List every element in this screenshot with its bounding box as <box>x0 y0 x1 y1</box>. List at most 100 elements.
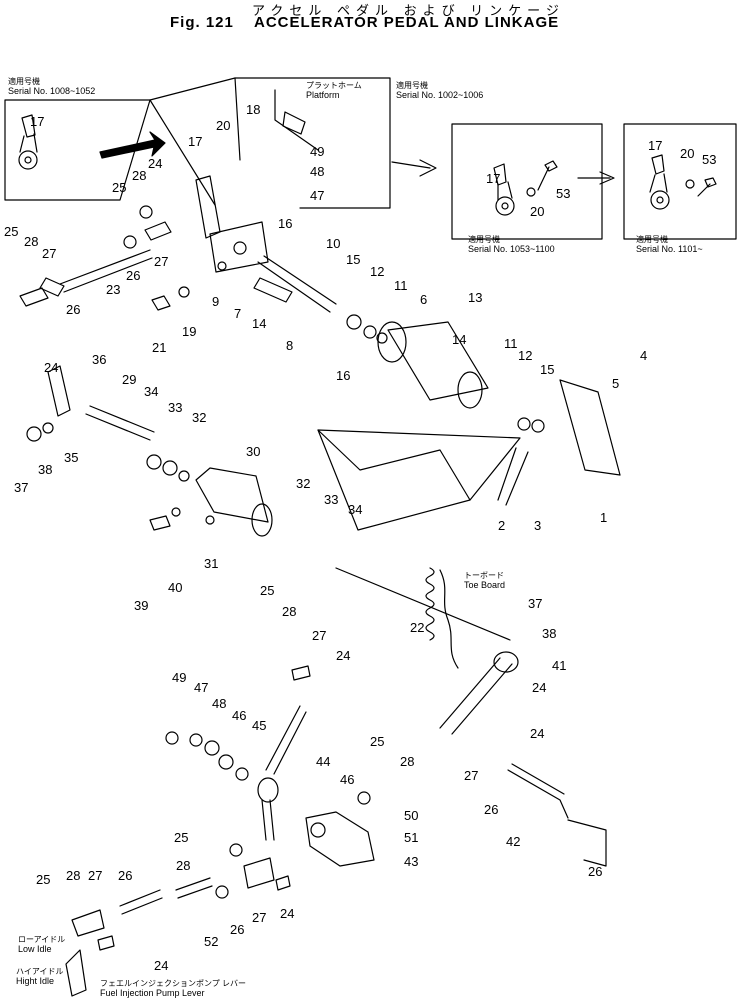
callout-32-2: 32 <box>296 476 310 491</box>
callout-15-2: 15 <box>540 362 554 377</box>
callout-12-2: 12 <box>518 348 532 363</box>
note-toe-board-line2: Toe Board <box>464 580 505 590</box>
callout-12: 12 <box>370 264 384 279</box>
callout-14: 14 <box>252 316 266 331</box>
callout-25-4: 25 <box>370 734 384 749</box>
callout-38: 38 <box>38 462 52 477</box>
note-toe-board-line1: トーボード <box>464 571 504 580</box>
callout-34-2: 34 <box>348 502 362 517</box>
callout-24-7: 24 <box>154 958 168 973</box>
note-high-idle-line1: ハイアイドル <box>16 967 63 976</box>
callout-9: 9 <box>212 294 219 309</box>
note-low-idle-line2: Low Idle <box>18 944 52 954</box>
callout-36: 36 <box>92 352 106 367</box>
callout-10: 10 <box>326 236 340 251</box>
callout-19: 19 <box>182 324 196 339</box>
callout-46: 46 <box>232 708 246 723</box>
callout-28-2: 28 <box>132 168 146 183</box>
callout-17-4: 17 <box>648 138 662 153</box>
callout-28-5: 28 <box>176 858 190 873</box>
note-serial-1101-line1: 適用号機 <box>636 234 668 244</box>
callout-2: 2 <box>498 518 505 533</box>
callout-49: 49 <box>172 670 186 685</box>
note-pump-lever-line2: Fuel Injection Pump Lever <box>100 988 205 998</box>
callout-16: 16 <box>278 216 292 231</box>
callout-24: 24 <box>148 156 162 171</box>
callout-24-3: 24 <box>336 648 350 663</box>
callout-33: 33 <box>168 400 182 415</box>
callout-22: 22 <box>410 620 424 635</box>
callout-28-3: 28 <box>282 604 296 619</box>
callout-47-2: 47 <box>310 188 324 203</box>
callout-24-4: 24 <box>532 680 546 695</box>
callout-47: 47 <box>194 680 208 695</box>
callout-27-3: 27 <box>312 628 326 643</box>
inset-serial-1101 <box>623 123 737 240</box>
pedal-assembly <box>317 314 621 531</box>
figure-title-japanese: アクセル ペダル および リンケージ <box>252 3 565 18</box>
note-low-idle-line1: ローアイドル <box>18 935 65 944</box>
callout-51: 51 <box>404 830 418 845</box>
callout-16-2: 16 <box>336 368 350 383</box>
callout-26-3: 26 <box>484 802 498 817</box>
note-serial-1002-line1: 適用号機 <box>396 80 428 90</box>
callout-5: 5 <box>612 376 619 391</box>
callout-24-2: 24 <box>44 360 58 375</box>
callout-21: 21 <box>152 340 166 355</box>
callout-27-5: 27 <box>252 910 266 925</box>
callout-26-4: 26 <box>588 864 602 879</box>
callout-28-6: 28 <box>66 868 80 883</box>
note-platform-line1: プラットホーム <box>306 81 362 90</box>
platform-frame <box>149 77 391 209</box>
callout-32: 32 <box>192 410 206 425</box>
callout-1: 1 <box>600 510 607 525</box>
callout-11: 11 <box>394 278 408 293</box>
note-serial-1101-line2: Serial No. 1101~ <box>636 244 703 254</box>
callout-25-3: 25 <box>260 583 274 598</box>
callout-25: 25 <box>4 224 18 239</box>
callout-4: 4 <box>640 348 647 363</box>
callout-53-2: 53 <box>702 152 716 167</box>
callout-27-2: 27 <box>154 254 168 269</box>
callout-31: 31 <box>204 556 218 571</box>
callout-7: 7 <box>234 306 241 321</box>
callout-18: 18 <box>246 102 260 117</box>
figure-title: ACCELERATOR PEDAL AND LINKAGE <box>254 14 560 31</box>
callout-8: 8 <box>286 338 293 353</box>
callout-11-2: 11 <box>504 336 518 351</box>
callout-20: 20 <box>216 118 230 133</box>
callout-27-4: 27 <box>464 768 478 783</box>
callout-41: 41 <box>552 658 566 673</box>
callout-20-2: 20 <box>530 204 544 219</box>
callout-48-2: 48 <box>310 164 324 179</box>
callout-46-2: 46 <box>340 772 354 787</box>
callout-26-2: 26 <box>66 302 80 317</box>
note-serial-1002-line2: Serial No. 1002~1006 <box>396 90 483 100</box>
callout-17-2: 17 <box>188 134 202 149</box>
note-serial-1053-line2: Serial No. 1053~1100 <box>468 244 555 254</box>
callout-39: 39 <box>134 598 148 613</box>
callout-25-5: 25 <box>174 830 188 845</box>
callout-20-3: 20 <box>680 146 694 161</box>
callout-25-6: 25 <box>36 872 50 887</box>
note-serial-1008-line1: 適用号機 <box>8 76 40 86</box>
callout-14-2: 14 <box>452 332 466 347</box>
callout-44: 44 <box>316 754 330 769</box>
callout-24-5: 24 <box>530 726 544 741</box>
callout-26: 26 <box>126 268 140 283</box>
middle-left-linkage <box>26 365 273 537</box>
callout-26-6: 26 <box>118 868 132 883</box>
inset-serial-1008 <box>4 99 216 206</box>
callout-50: 50 <box>404 808 418 823</box>
note-platform-line2: Platform <box>306 90 340 100</box>
callout-34: 34 <box>144 384 158 399</box>
callout-40: 40 <box>168 580 182 595</box>
callout-3: 3 <box>534 518 541 533</box>
callout-37-2: 37 <box>528 596 542 611</box>
note-pump-lever-line1: フェエルインジェクションポンプ レバー <box>100 979 246 988</box>
callout-38-2: 38 <box>542 626 556 641</box>
callout-49-2: 49 <box>310 144 324 159</box>
callout-28: 28 <box>24 234 38 249</box>
callout-27-6: 27 <box>88 868 102 883</box>
callout-25-2: 25 <box>112 180 126 195</box>
